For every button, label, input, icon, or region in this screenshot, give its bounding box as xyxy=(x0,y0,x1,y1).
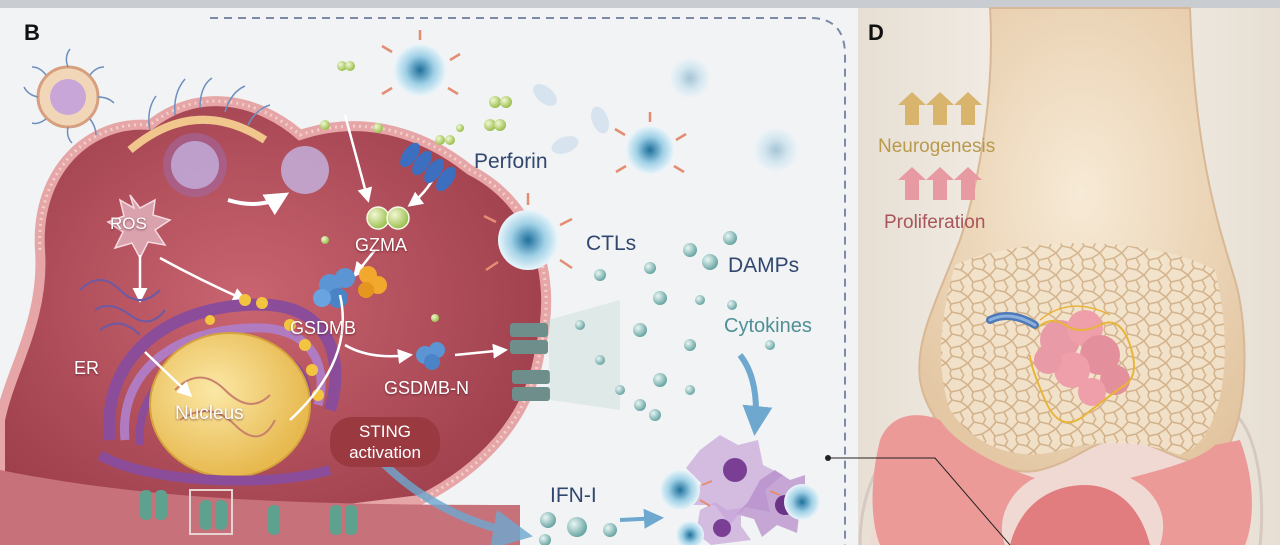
er-lower xyxy=(97,450,332,486)
gsdmb-cleave-arrow xyxy=(344,343,413,364)
gzma-entry-arrow xyxy=(343,114,373,203)
ctls-label: CTLs xyxy=(586,232,637,255)
perforin-pore xyxy=(400,142,456,192)
er-label: ER xyxy=(74,358,100,378)
ctl-cell-main xyxy=(483,193,573,272)
release-arrow xyxy=(227,192,290,216)
gzma-molecule xyxy=(366,206,410,230)
perforin-label: Perforin xyxy=(474,150,548,173)
gasdermin-pores xyxy=(510,300,620,410)
callout-line xyxy=(825,455,1011,545)
ifn-label: IFN-I xyxy=(550,484,597,507)
gzma-label: GZMA xyxy=(355,235,407,255)
sting-activation-badge: STING activation xyxy=(330,417,440,467)
dna-strands xyxy=(79,279,166,336)
damps-label: DAMPs xyxy=(728,254,800,277)
bone-tumor xyxy=(1029,305,1135,424)
nucleus xyxy=(149,332,311,478)
ifn-particles xyxy=(539,512,617,545)
gsdmb-n-label: GSDMB-N xyxy=(384,378,469,398)
neurogenesis-arrows xyxy=(898,92,982,125)
ros-arrow-er xyxy=(159,256,248,302)
ctl-cell-right xyxy=(614,112,687,174)
cytokines-label: Cytokines xyxy=(724,315,812,337)
gsdmb-sting-link xyxy=(289,294,344,421)
panel-letter-d: D xyxy=(868,20,884,45)
ctl-cell-top xyxy=(381,30,461,96)
proliferation-label: Proliferation xyxy=(884,212,986,233)
liposome-nanoparticle xyxy=(23,48,115,144)
granzyme-granules xyxy=(320,61,512,322)
pore-arrow xyxy=(454,343,508,359)
gsdmb-complex xyxy=(313,266,387,308)
gsdmb-label: GSDMB xyxy=(290,318,357,338)
arrow-to-nucleus xyxy=(144,351,193,398)
panel-letter-b: B xyxy=(24,20,40,45)
sting-label-line1: STING xyxy=(359,422,411,441)
gsdmb-n-molecule xyxy=(416,342,445,370)
sting-label-line2: activation xyxy=(349,443,421,462)
surface-nanoparticle xyxy=(127,77,271,197)
top-strip xyxy=(0,0,1280,8)
damp-particles xyxy=(575,231,775,421)
ros-label: ROS xyxy=(110,214,147,233)
neurogenesis-label: Neurogenesis xyxy=(878,136,996,157)
cytokine-flow-arrow xyxy=(737,353,773,436)
immune-cell-cluster xyxy=(660,435,820,545)
membrane-channels xyxy=(140,490,357,535)
channel-highlight-box xyxy=(189,489,233,535)
ctl-cell-faded-1 xyxy=(533,58,798,172)
nucleus-label: Nucleus xyxy=(175,403,244,424)
lower-membrane xyxy=(0,470,520,545)
gzma-to-gsdmb-arrow xyxy=(353,249,376,278)
nerve-fiber xyxy=(986,312,1039,329)
sting-flow-arrow xyxy=(377,457,533,545)
proliferation-arrows xyxy=(898,167,982,200)
bone-illustration xyxy=(858,7,1264,545)
released-nanoparticle xyxy=(281,146,329,194)
ifn-arrow xyxy=(619,508,664,529)
